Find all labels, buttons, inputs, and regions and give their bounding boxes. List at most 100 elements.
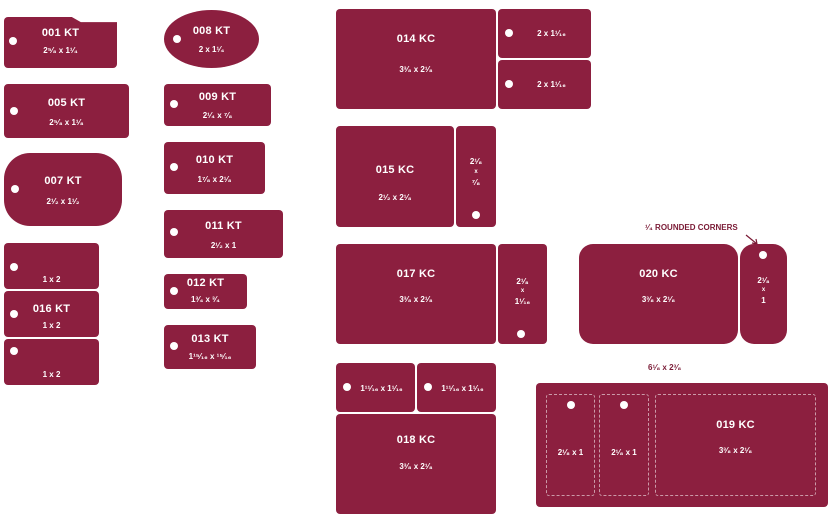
tag-hole: [11, 185, 19, 193]
tag-020-kc: 020 KC 3³⁄₈ x 2¹⁄₈: [579, 244, 738, 344]
tag-size: 2¹⁄₂ x 2¹⁄₈: [378, 193, 412, 202]
tag-code: 012 KT: [186, 277, 225, 289]
tag-size: 1¹⁄₁₆: [514, 297, 531, 306]
tag-hole: [759, 251, 767, 259]
tag-015-kc: 015 KC 2¹⁄₂ x 2¹⁄₈: [336, 126, 454, 227]
tag-size: ⁷⁄₈: [471, 178, 481, 187]
tag-size: 1 x 2: [42, 321, 61, 330]
tag-size: 1¹⁵⁄₁₆ x ¹⁵⁄₁₆: [188, 352, 232, 361]
tag-code: 015 KC: [375, 164, 415, 176]
tag-code: 009 KT: [198, 91, 237, 103]
tag-code: 008 KT: [192, 25, 231, 37]
tag-016-kt-top: 1 x 2: [4, 243, 99, 289]
tag-hole: [517, 330, 525, 338]
rounded-corners-note: ¹⁄₄ ROUNDED CORNERS: [645, 223, 738, 232]
stub-outline-right: 2¹⁄₈ x 1: [599, 394, 649, 496]
tag-hole: [173, 35, 181, 43]
tag-017-stub: 2¹⁄₈ x 1¹⁄₁₆: [498, 244, 547, 344]
tag-size: 2⁵⁄₈ x 1¹⁄₈: [49, 118, 84, 127]
tag-code: 014 KC: [396, 33, 436, 45]
tag-014-stub-bot: 2 x 1¹⁄₁₆: [498, 60, 591, 109]
tag-size-x: x: [474, 169, 478, 175]
tag-hole: [472, 211, 480, 219]
tag-size: 1 x 2: [42, 275, 61, 284]
tag-hole: [9, 37, 17, 45]
tag-012-kt: 012 KT 1³⁄₄ x ³⁄₄: [164, 274, 247, 309]
tag-size: 1⁷⁄₈ x 2¹⁄₈: [197, 175, 232, 184]
tag-size: 3³⁄₈ x 2¹⁄₈: [641, 295, 676, 304]
stub-outline-left: 2¹⁄₈ x 1: [546, 394, 595, 496]
tag-size-x: x: [520, 288, 525, 294]
tag-018-kc: 018 KC 3³⁄₈ x 2¹⁄₈: [336, 414, 496, 514]
tag-code: 007 KT: [44, 175, 82, 187]
tag-size: 3³⁄₈ x 2¹⁄₈: [399, 65, 433, 74]
tag-hole: [10, 347, 18, 355]
tag-code: 020 KC: [639, 268, 678, 280]
tag-019-kc: 2¹⁄₈ x 1 2¹⁄₈ x 1 019 KC 3³⁄₈ x 2¹⁄₈: [536, 383, 828, 507]
tag-size: 2¹⁄₈ x 1: [611, 448, 637, 457]
tag-hole: [170, 287, 178, 295]
tag-hole: [170, 342, 178, 350]
tag-009-kt: 009 KT 2¹⁄₄ x ⁷⁄₈: [164, 84, 271, 126]
tag-016-kt-mid: 016 KT 1 x 2: [4, 291, 99, 337]
tag-code: 019 KC: [716, 419, 755, 431]
tag-size: 2¹⁄₈: [757, 276, 770, 285]
tag-hole: [10, 310, 18, 318]
tag-size: 2¹⁄₄ x ⁷⁄₈: [202, 111, 233, 120]
tag-hole: [170, 100, 178, 108]
tag-hole: [170, 228, 178, 236]
tag-code: 017 KC: [396, 268, 436, 280]
tag-size: 1¹¹⁄₁₆ x 1¹⁄₁₆: [360, 384, 403, 393]
tag-size: 2 x 1¹⁄₁₆: [537, 29, 566, 38]
tag-hole: [505, 29, 513, 37]
tag-size: 2¹⁄₈: [469, 157, 483, 166]
tag-size: 2¹⁄₈ x 1: [557, 448, 584, 457]
tag-size: 1¹¹⁄₁₆ x 1¹⁄₁₆: [441, 384, 484, 393]
tag-size: 3³⁄₈ x 2¹⁄₈: [399, 462, 433, 471]
tag-017-kc: 017 KC 3³⁄₈ x 2¹⁄₈: [336, 244, 496, 344]
tag-014-stub-top: 2 x 1¹⁄₁₆: [498, 9, 591, 58]
tag-013-kt: 013 KT 1¹⁵⁄₁₆ x ¹⁵⁄₁₆: [164, 325, 256, 369]
tag-008-kt: 008 KT 2 x 1¹⁄₄: [164, 10, 259, 68]
tag-size: 1: [761, 296, 766, 305]
tag-size: 3³⁄₈ x 2¹⁄₈: [718, 446, 753, 455]
tag-hole: [10, 107, 18, 115]
tag-hole: [343, 383, 351, 391]
tag-size: 2¹⁄₂ x 1¹⁄₂: [46, 197, 80, 206]
overall-size-label: 6¹⁄₈ x 2³⁄₈: [648, 363, 682, 372]
tag-code: 001 KT: [41, 27, 80, 39]
tag-hole: [10, 263, 18, 271]
tag-size: 1³⁄₄ x ³⁄₄: [191, 295, 220, 304]
tag-size: 1 x 2: [42, 370, 61, 379]
main-outline: 019 KC 3³⁄₈ x 2¹⁄₈: [655, 394, 816, 496]
tag-015-stub: 2¹⁄₈ x ⁷⁄₈: [456, 126, 496, 227]
tag-018-stub-left: 1¹¹⁄₁₆ x 1¹⁄₁₆: [336, 363, 415, 412]
tag-001-kt: 001 KT 2⁵⁄₈ x 1¹⁄₄: [4, 17, 117, 68]
tag-hole: [424, 383, 432, 391]
tag-code: 016 KT: [32, 303, 71, 315]
tag-size: 2 x 1¹⁄₁₆: [537, 80, 566, 89]
tag-007-kt: 007 KT 2¹⁄₂ x 1¹⁄₂: [4, 153, 122, 226]
arrow-icon: [745, 233, 759, 245]
tag-hole: [620, 401, 628, 409]
tag-016-kt-bot: 1 x 2: [4, 339, 99, 385]
tag-code: 013 KT: [191, 333, 229, 345]
tag-hole: [567, 401, 575, 409]
tag-code: 011 KT: [205, 220, 242, 232]
tag-size: 2¹⁄₈: [516, 277, 529, 286]
tag-018-stub-right: 1¹¹⁄₁₆ x 1¹⁄₁₆: [417, 363, 496, 412]
tag-size: 2⁵⁄₈ x 1¹⁄₄: [43, 46, 78, 55]
tag-code: 018 KC: [396, 434, 436, 446]
tag-005-kt: 005 KT 2⁵⁄₈ x 1¹⁄₈: [4, 84, 129, 138]
tag-size: 2 x 1¹⁄₄: [198, 45, 225, 54]
tag-size: 2¹⁄₂ x 1: [210, 241, 237, 250]
tag-011-kt: 011 KT 2¹⁄₂ x 1: [164, 210, 283, 258]
tag-size-x: x: [761, 287, 766, 293]
tag-code: 005 KT: [47, 97, 86, 109]
tag-code: 010 KT: [195, 154, 234, 166]
tag-014-kc: 014 KC 3³⁄₈ x 2¹⁄₈: [336, 9, 496, 109]
tag-020-stub: 2¹⁄₈ x 1: [740, 244, 787, 344]
tag-hole: [170, 163, 178, 171]
tag-010-kt: 010 KT 1⁷⁄₈ x 2¹⁄₈: [164, 142, 265, 194]
tag-hole: [505, 80, 513, 88]
